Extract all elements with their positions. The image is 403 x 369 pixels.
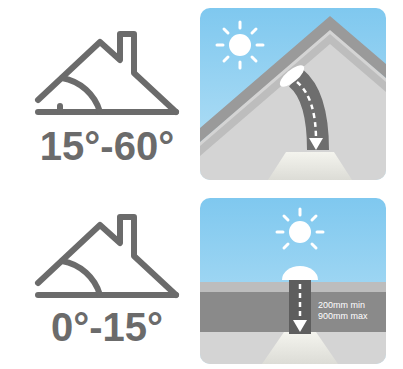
pitched-roof-panel <box>200 8 386 180</box>
dimension-label: 200mm min <box>318 300 365 310</box>
angle-range: 15°-60° <box>40 126 174 166</box>
flat-roof-icon <box>38 217 176 295</box>
flat-roof-panel <box>200 198 386 364</box>
pitched-roof-icon <box>38 34 176 112</box>
angle-range: 0°-15° <box>51 307 163 347</box>
dimension-label: 900mm max <box>318 311 368 321</box>
